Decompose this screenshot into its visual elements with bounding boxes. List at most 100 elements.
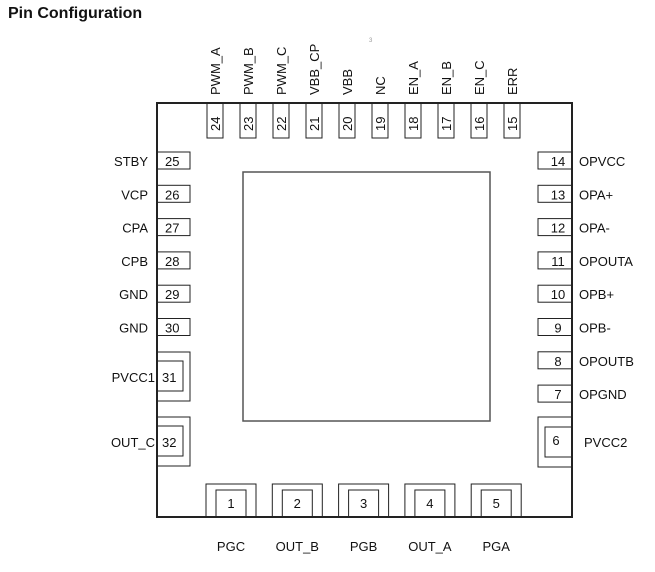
pin-pad — [348, 489, 380, 518]
pin-pad — [480, 489, 512, 518]
pin-label: OPB+ — [579, 287, 614, 302]
pin-pad — [414, 489, 446, 518]
package-outline — [156, 102, 573, 518]
pin-pad — [537, 384, 573, 403]
pin-label: OPVCC — [579, 154, 625, 169]
pin-label: PVCC2 — [584, 435, 627, 450]
pin-label: ERR — [505, 68, 520, 95]
pin-pad — [470, 102, 488, 139]
pin-pad — [537, 284, 573, 303]
pin-label: EN_B — [439, 61, 454, 95]
pin-label: NC — [373, 76, 388, 95]
pin-label: EN_C — [472, 60, 487, 95]
pin-pad — [503, 102, 521, 139]
pin-pad — [537, 151, 573, 170]
pin-number: 9 — [554, 321, 561, 336]
pin-number: 29 — [165, 287, 179, 302]
pin-pad — [156, 218, 191, 237]
pin-pad — [156, 425, 184, 457]
pin-label: VCP — [121, 187, 148, 202]
pin-number: 7 — [554, 387, 561, 402]
pin-pad — [206, 102, 224, 139]
pin-number: 2 — [294, 496, 301, 511]
pin-label: PGC — [217, 539, 245, 554]
pin-number: 18 — [406, 117, 421, 131]
pin-label: GND — [119, 321, 148, 336]
pin-label: STBY — [114, 154, 148, 169]
pin-pad — [156, 360, 184, 392]
pin-number: 16 — [472, 117, 487, 131]
pin-number: 5 — [493, 496, 500, 511]
pin-pad — [338, 102, 356, 139]
pin-pad — [156, 284, 191, 303]
pin-pad — [156, 151, 191, 170]
pin-label: OPA- — [579, 221, 610, 236]
pin-label: PVCC1 — [112, 370, 155, 385]
pin-number: 23 — [241, 117, 256, 131]
pin-pad — [156, 184, 191, 203]
pin-label: OPOUTA — [579, 254, 633, 269]
pin-number: 17 — [439, 117, 454, 131]
pin-number: 24 — [208, 117, 223, 131]
pin-number: 4 — [426, 496, 433, 511]
pin-label: PWM_C — [274, 47, 289, 95]
pin-number: 10 — [551, 287, 565, 302]
pin-pad — [537, 318, 573, 336]
pin-number: 14 — [551, 154, 565, 169]
pin-number: 25 — [165, 154, 179, 169]
pin-label: PWM_A — [208, 47, 223, 95]
pin-number: 8 — [554, 354, 561, 369]
pin-pad — [156, 251, 191, 270]
pin-label: CPA — [122, 221, 148, 236]
pin-pad — [272, 102, 290, 139]
pin-label: OPOUTB — [579, 354, 634, 369]
pin-pad — [305, 102, 323, 139]
pin-number: 11 — [551, 254, 565, 269]
pin-number: 22 — [274, 117, 289, 131]
pin-label: EN_A — [406, 61, 421, 95]
exposed-pad — [242, 171, 491, 422]
stray-mark: 3 — [369, 38, 373, 44]
pin-number: 27 — [165, 221, 179, 236]
pin-pad — [404, 102, 422, 139]
pin-label: OUT_C — [111, 435, 155, 450]
pin-number: 15 — [505, 117, 520, 131]
pin-label: OPGND — [579, 387, 627, 402]
pin-number: 6 — [552, 433, 559, 448]
pin-number: 12 — [551, 221, 565, 236]
pin-pad — [371, 102, 389, 139]
pin-pad — [215, 489, 247, 518]
pin-number: 13 — [551, 187, 565, 202]
pin-number: 19 — [373, 117, 388, 131]
pin-pad — [537, 351, 573, 370]
page-title: Pin Configuration — [8, 5, 143, 22]
pin-pad — [537, 251, 573, 270]
pin-pad — [544, 426, 573, 458]
pin-number: 1 — [227, 496, 234, 511]
pin-label: PGA — [482, 539, 510, 554]
pin-number: 28 — [165, 254, 179, 269]
pin-number: 21 — [307, 117, 322, 131]
pin-pad — [239, 102, 257, 139]
pin-label: OUT_A — [408, 539, 452, 554]
pin-pad — [156, 318, 191, 336]
pin-pad — [437, 102, 455, 139]
pin-number: 31 — [162, 370, 176, 385]
pin-number: 30 — [165, 321, 179, 336]
pin-pad — [281, 489, 313, 518]
pin-pad — [537, 218, 573, 237]
pin-label: OUT_B — [276, 539, 319, 554]
pin-label: PGB — [350, 539, 377, 554]
pin-label: GND — [119, 287, 148, 302]
pin-label: PWM_B — [241, 47, 256, 95]
pin-label: OPB- — [579, 321, 611, 336]
pin-number: 3 — [360, 496, 367, 511]
pin-pad — [537, 184, 573, 203]
pin-label: VBB_CP — [307, 44, 322, 95]
pin-label: VBB — [340, 69, 355, 95]
pin-number: 32 — [162, 435, 176, 450]
pin-number: 26 — [165, 187, 179, 202]
pin-label: OPA+ — [579, 187, 613, 202]
pin-label: CPB — [121, 254, 148, 269]
